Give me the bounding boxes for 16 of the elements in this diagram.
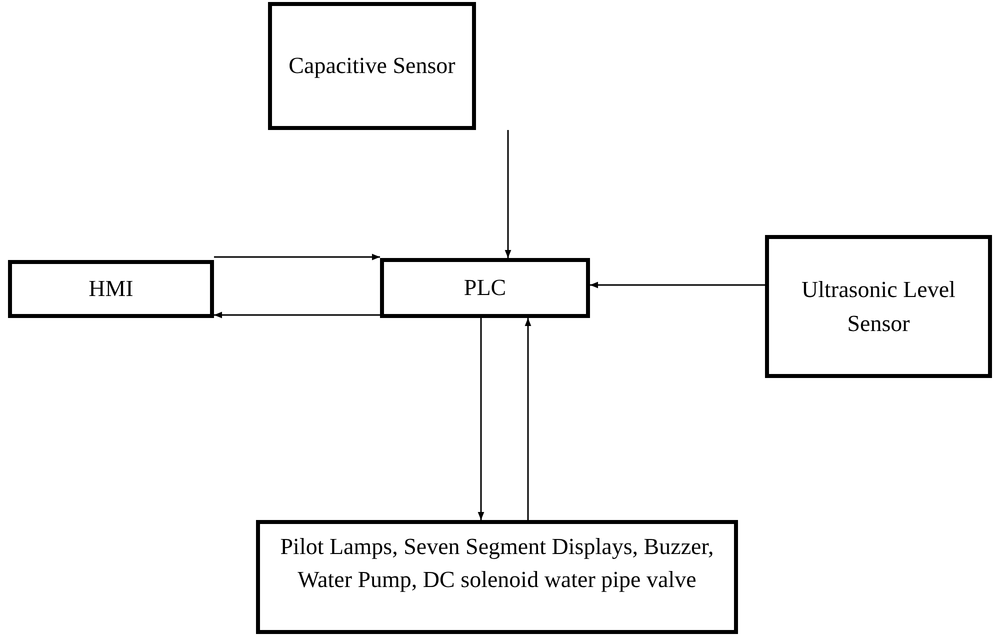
box-label: Ultrasonic Level Sensor xyxy=(800,276,956,338)
box-label: Pilot Lamps, Seven Segment Displays, Buzzer, Water Pump, DC solenoid water pipe valve xyxy=(279,533,715,594)
process-box xyxy=(8,260,214,318)
arrow xyxy=(590,282,765,288)
arrow xyxy=(504,130,512,258)
box-label: HMI xyxy=(88,275,134,304)
arrow xyxy=(524,318,532,520)
process-box xyxy=(256,520,738,634)
box-label: Capacitive Sensor xyxy=(288,52,456,80)
arrow xyxy=(478,318,484,520)
process-box xyxy=(380,258,590,318)
arrow xyxy=(214,254,380,260)
process-box xyxy=(268,2,476,130)
arrow xyxy=(214,312,380,318)
process-box xyxy=(765,235,992,378)
box-label: PLC xyxy=(464,274,506,302)
